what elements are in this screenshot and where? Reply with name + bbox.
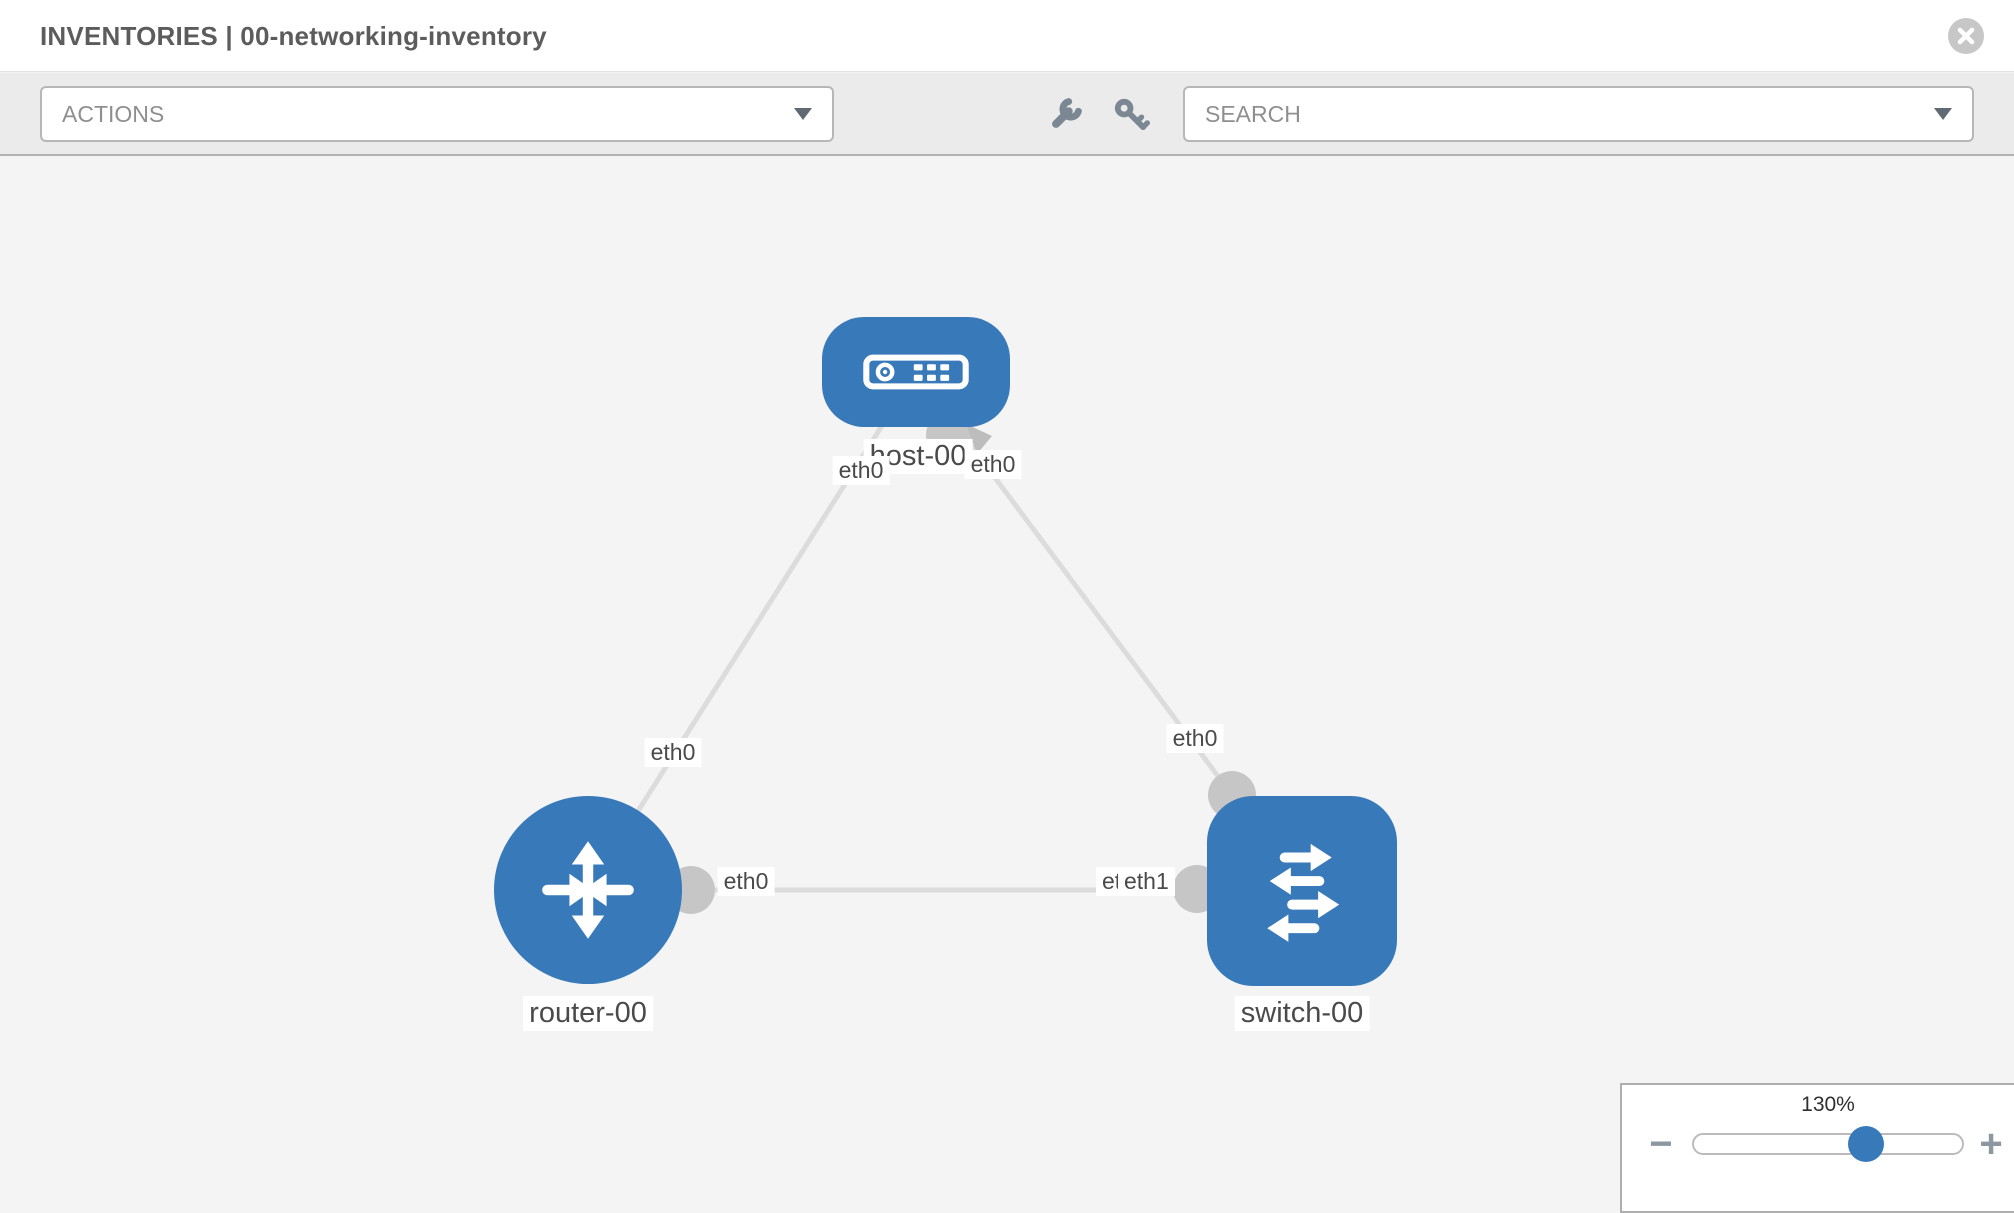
credentials-button[interactable] xyxy=(1112,96,1150,134)
zoom-out-button[interactable]: − xyxy=(1642,1124,1680,1164)
if-label-host-eth0-right: eth0 xyxy=(964,450,1022,479)
host-icon xyxy=(863,354,969,390)
zoom-in-button[interactable]: + xyxy=(1972,1124,2010,1164)
key-icon xyxy=(1114,98,1150,131)
actions-dropdown[interactable]: ACTIONS xyxy=(40,86,834,142)
if-label-router-eth0: eth0 xyxy=(717,867,775,896)
links-layer xyxy=(585,370,1302,914)
switch-icon xyxy=(1267,843,1340,942)
toolbar: ACTIONS SEARCH xyxy=(0,73,2014,156)
tools-button[interactable] xyxy=(1046,96,1084,134)
close-button[interactable] xyxy=(1948,18,1984,54)
topology-canvas[interactable]: host-00 router-00 switch-00 eth0 eth0 et… xyxy=(0,156,2014,1213)
wrench-icon xyxy=(1052,98,1082,128)
page-title: INVENTORIES | 00-networking-inventory xyxy=(40,21,547,51)
node-label-switch-00: switch-00 xyxy=(1234,996,1370,1031)
node-host-00[interactable] xyxy=(822,317,1010,427)
search-dropdown-label: SEARCH xyxy=(1205,100,1301,127)
zoom-slider-thumb[interactable] xyxy=(1848,1126,1884,1162)
chevron-down-icon xyxy=(1934,108,1952,120)
link-arrowhead xyxy=(966,424,992,454)
if-label-router-link-eth0: eth0 xyxy=(644,738,702,767)
header: INVENTORIES | 00-networking-inventory xyxy=(0,0,2014,72)
node-router-00[interactable] xyxy=(494,796,682,984)
node-switch-00[interactable] xyxy=(1207,796,1397,986)
zoom-percent: 130% xyxy=(1801,1093,1855,1116)
chevron-down-icon xyxy=(794,108,812,120)
if-label-switch-eth1: eth1 xyxy=(1118,867,1175,896)
router-icon xyxy=(542,841,634,939)
zoom-slider-track[interactable] xyxy=(1692,1126,1964,1162)
close-icon xyxy=(1957,27,1975,45)
actions-dropdown-label: ACTIONS xyxy=(62,100,165,127)
zoom-panel: 130% − + xyxy=(1620,1083,2014,1213)
search-dropdown[interactable]: SEARCH xyxy=(1183,86,1974,142)
node-label-router-00: router-00 xyxy=(523,996,653,1031)
if-label-host-eth0-left: eth0 xyxy=(832,456,890,485)
if-label-switch-top-eth0: eth0 xyxy=(1166,724,1224,753)
